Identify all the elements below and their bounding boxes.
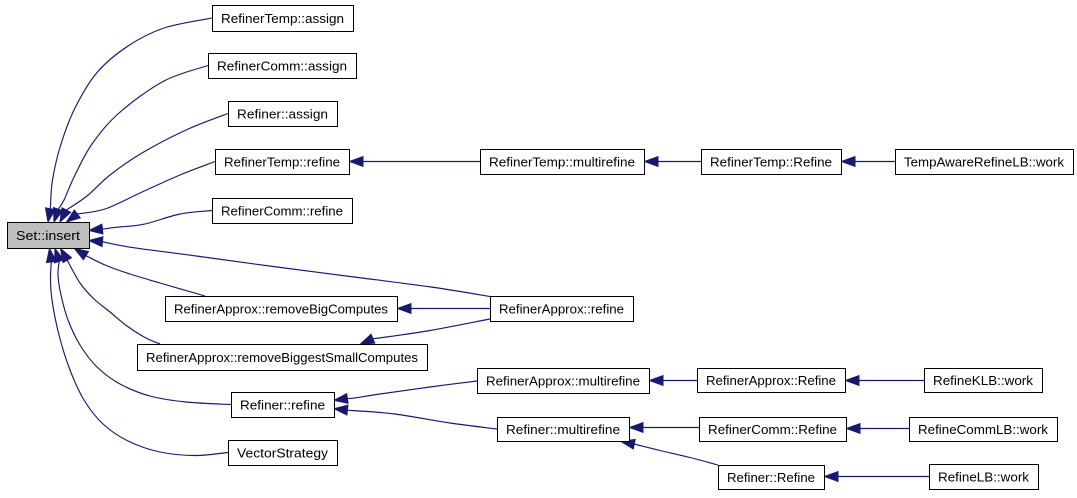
svg-text:RefineKLB::work: RefineKLB::work [933, 374, 1034, 388]
svg-text:RefinerTemp::Refine: RefinerTemp::Refine [710, 155, 832, 169]
svg-text:Refiner::Refine: Refiner::Refine [727, 471, 815, 485]
svg-text:Refiner::refine: Refiner::refine [240, 398, 325, 412]
svg-text:Set::insert: Set::insert [16, 229, 81, 243]
svg-text:RefinerComm::refine: RefinerComm::refine [221, 204, 343, 218]
svg-text:TempAwareRefineLB::work: TempAwareRefineLB::work [904, 155, 1065, 169]
svg-text:RefinerApprox::removeBigComput: RefinerApprox::removeBigComputes [174, 302, 388, 316]
svg-text:RefineLB::work: RefineLB::work [938, 470, 1030, 484]
svg-text:RefinerApprox::removeBiggestSm: RefinerApprox::removeBiggestSmallCompute… [146, 351, 418, 365]
svg-text:RefinerTemp::assign: RefinerTemp::assign [221, 12, 344, 26]
svg-text:VectorStrategy: VectorStrategy [237, 446, 329, 460]
svg-text:RefinerApprox::refine: RefinerApprox::refine [499, 302, 624, 316]
svg-text:Refiner::assign: Refiner::assign [237, 107, 328, 121]
svg-text:RefinerTemp::multirefine: RefinerTemp::multirefine [489, 155, 635, 169]
svg-text:RefineCommLB::work: RefineCommLB::work [918, 423, 1049, 437]
svg-text:RefinerComm::Refine: RefinerComm::Refine [708, 423, 837, 437]
svg-text:Refiner::multirefine: Refiner::multirefine [506, 423, 620, 437]
svg-text:RefinerComm::assign: RefinerComm::assign [217, 59, 347, 73]
svg-text:RefinerApprox::Refine: RefinerApprox::Refine [706, 374, 836, 388]
svg-text:RefinerTemp::refine: RefinerTemp::refine [224, 155, 340, 169]
svg-text:RefinerApprox::multirefine: RefinerApprox::multirefine [486, 374, 640, 388]
